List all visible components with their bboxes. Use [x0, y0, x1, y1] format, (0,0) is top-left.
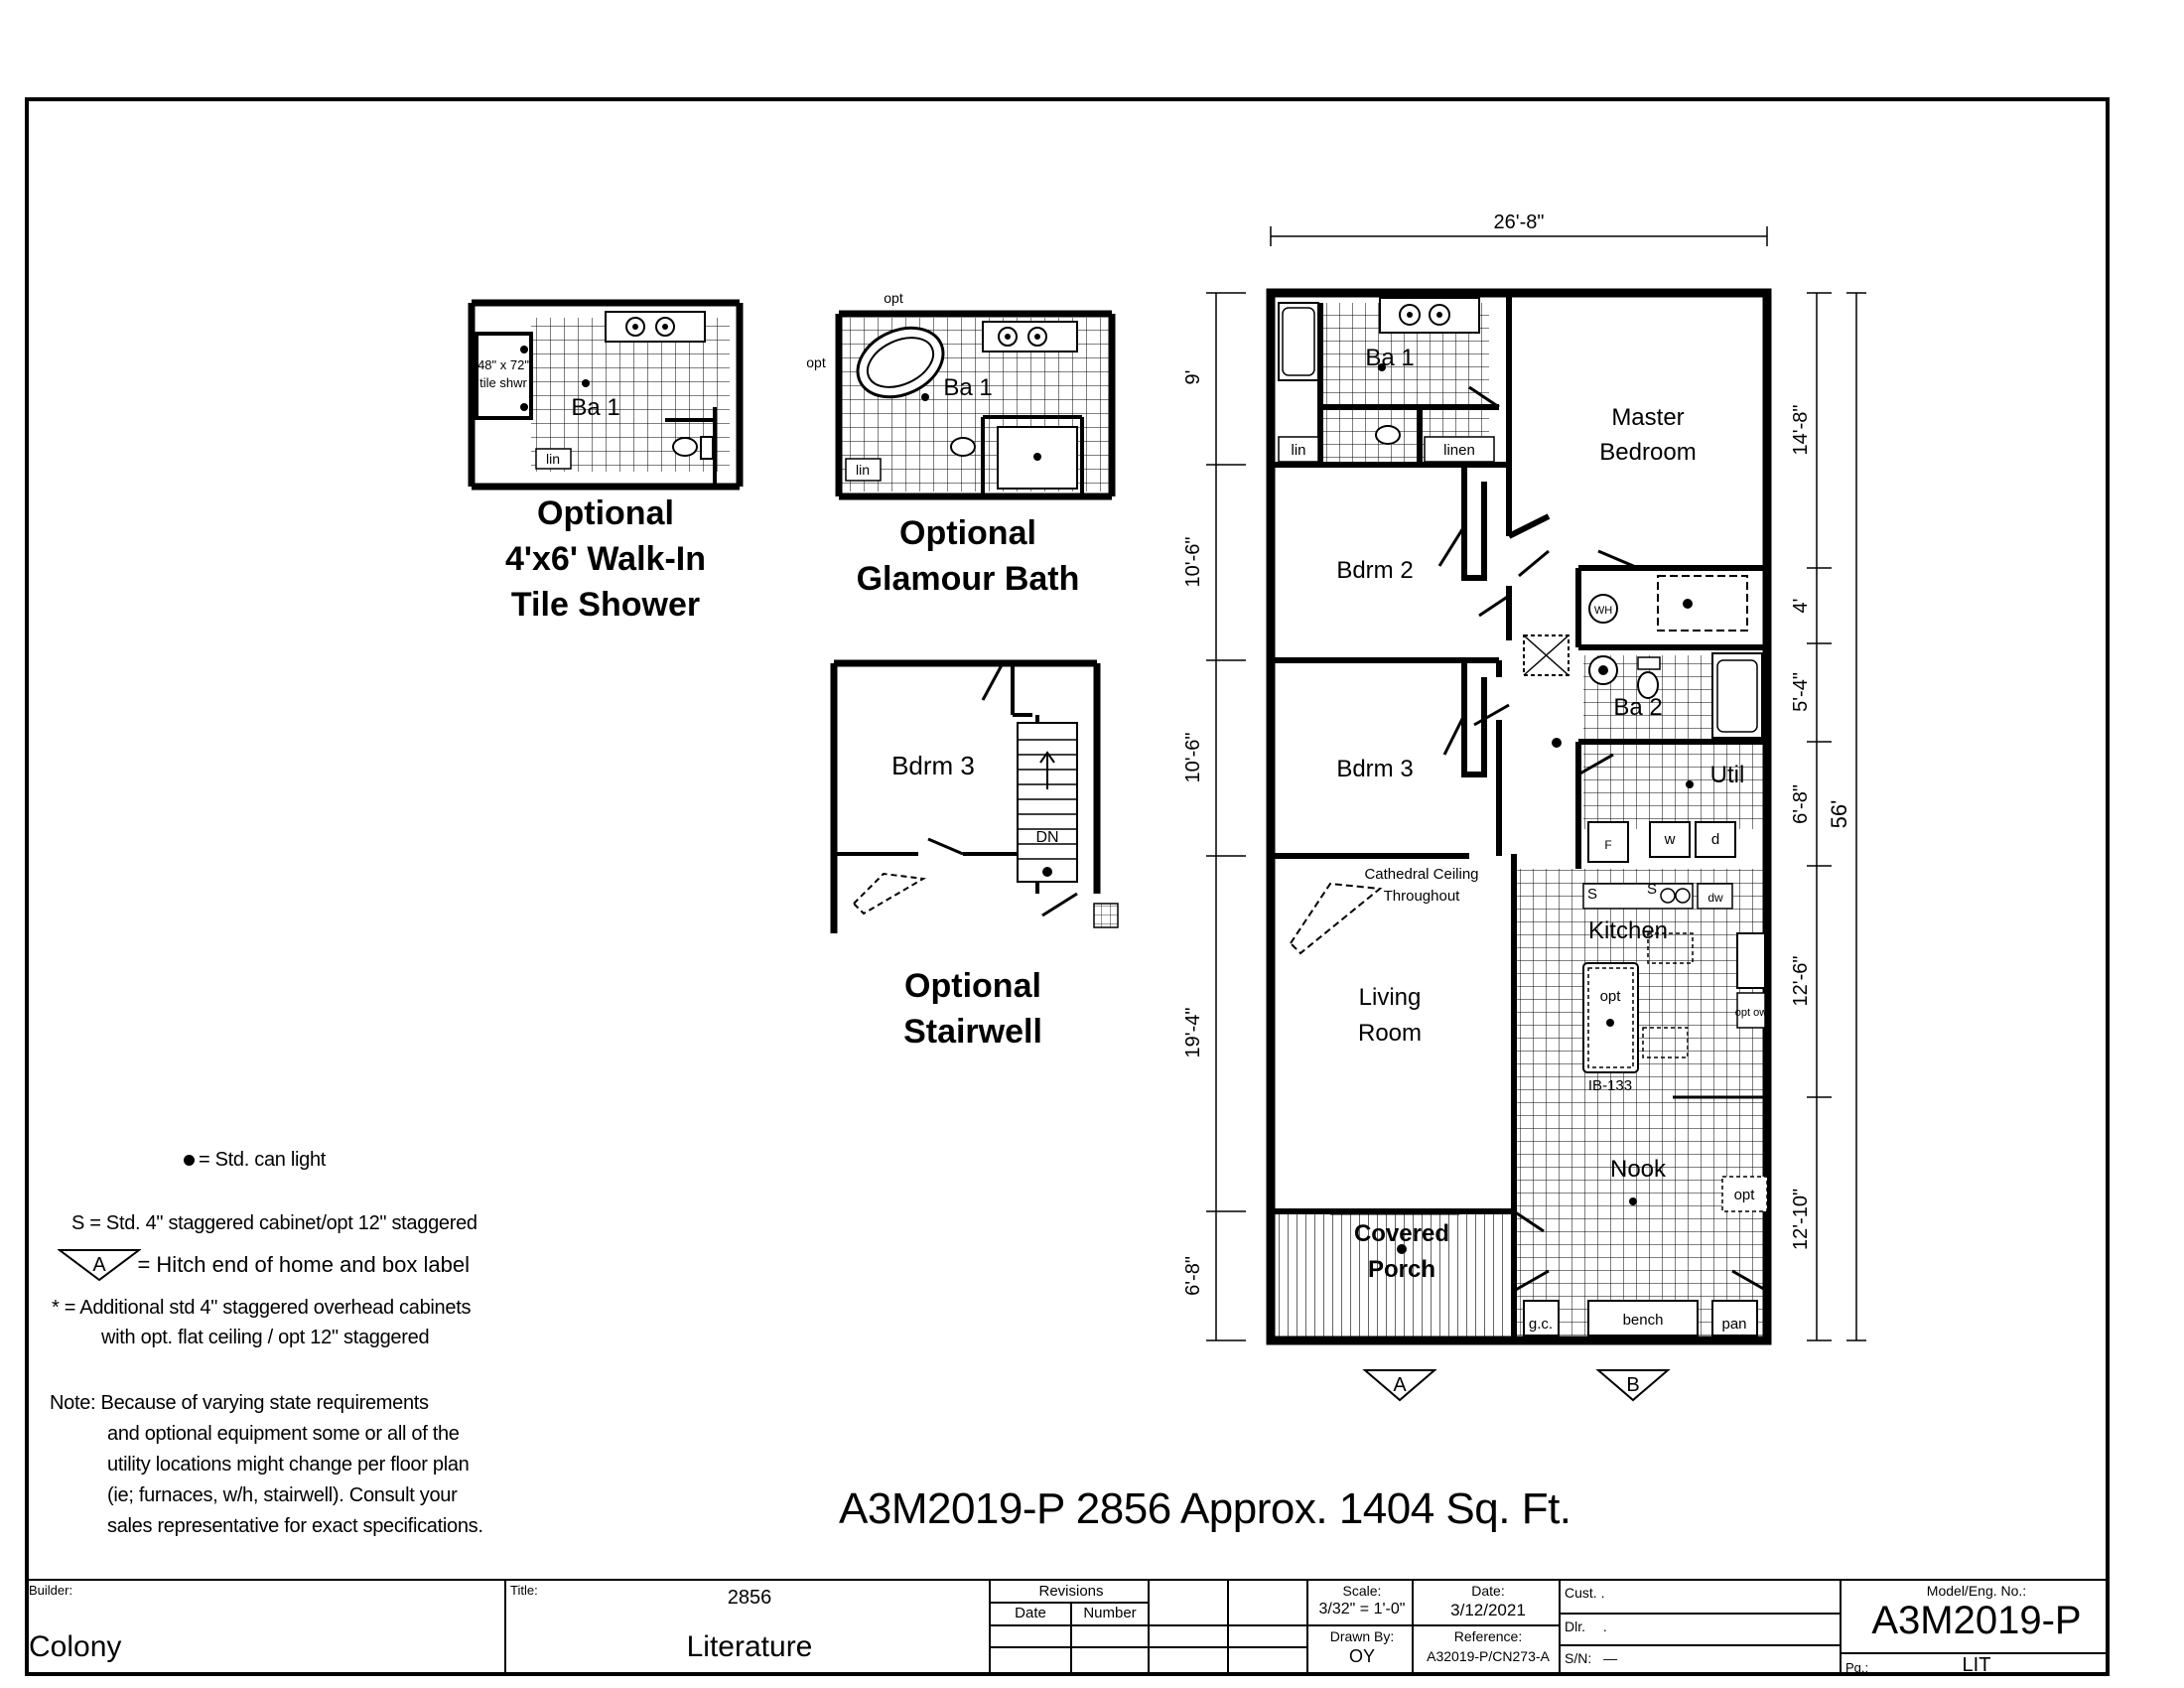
- room-linen: linen: [1443, 442, 1475, 459]
- dim-left-4: 19'-4": [1182, 1008, 1204, 1058]
- dim-total-length: 56': [1827, 800, 1851, 829]
- dim-right-6: 12'-10": [1790, 1189, 1812, 1250]
- note-line2: and optional equipment some or all of th…: [107, 1423, 460, 1445]
- room-porch-line2: Porch: [1368, 1256, 1435, 1283]
- tb-date-cell: Date: 3/12/2021 Reference: A32019-P/CN27…: [1412, 1579, 1561, 1676]
- walkin-shower-diagram: 48" x 72" tile shwr Ba 1 lin: [468, 299, 744, 491]
- room-ba1: Ba 1: [1365, 345, 1414, 371]
- appliance-washer: w: [1664, 831, 1676, 848]
- tb-drawn: OY: [1348, 1646, 1375, 1666]
- room-bdrm2: Bdrm 2: [1336, 557, 1413, 584]
- dishwasher-label: dw: [1707, 891, 1723, 905]
- cabinet-s2: S: [1647, 881, 1657, 898]
- water-heater-label: WH: [1594, 605, 1612, 617]
- tb-reference: A32019-P/CN273-A: [1427, 1648, 1550, 1664]
- glamour-linen-label: lin: [856, 462, 870, 478]
- room-living-line2: Room: [1358, 1020, 1422, 1047]
- island-opt-label: opt: [1600, 988, 1622, 1005]
- furnace-label: F: [1604, 838, 1611, 852]
- dim-left-1: 9': [1182, 370, 1204, 385]
- tb-date: 3/12/2021: [1450, 1601, 1526, 1619]
- stairwell-down-label: DN: [1035, 829, 1058, 846]
- floor-plan: 26'-8" 9' 10'-6" 10'-6" 19'-4" 6'-8" 14'…: [1182, 211, 1866, 1402]
- glamour-bath-diagram: opt opt Ba 1 lin: [806, 290, 1116, 500]
- walkin-bath-label: Ba 1: [571, 394, 619, 421]
- can-light-icon: [184, 1155, 195, 1167]
- dim-right-3: 5'-4": [1790, 672, 1812, 712]
- cabinet-s1: S: [1587, 886, 1597, 903]
- tb-dlr: .: [1602, 1618, 1607, 1634]
- glamour-bath-title: Optional Glamour Bath: [856, 514, 1080, 598]
- pan-label: pan: [1721, 1316, 1746, 1333]
- dim-right-4: 6'-8": [1790, 784, 1812, 824]
- note-line5: sales representative for exact specifica…: [107, 1515, 483, 1537]
- tb-sn: —: [1603, 1650, 1618, 1666]
- tb-title: Literature: [686, 1630, 813, 1663]
- dim-right-1: 14'-8": [1790, 405, 1812, 456]
- room-kitchen: Kitchen: [1588, 917, 1668, 944]
- tb-cust: .: [1600, 1585, 1605, 1601]
- hitch-marker-a: A: [1393, 1374, 1407, 1396]
- tb-builder-cell: Builder: Colony: [25, 1579, 506, 1676]
- plan-title: A3M2019-P 2856 Approx. 1404 Sq. Ft.: [839, 1484, 1571, 1533]
- tb-page: LIT: [1962, 1654, 1991, 1676]
- walkin-shower-size-label: 48" x 72": [478, 357, 529, 372]
- tb-model: A3M2019-P: [1871, 1599, 2082, 1642]
- legend-additional-line2: with opt. flat ceiling / opt 12" stagger…: [101, 1327, 430, 1348]
- dim-width: 26'-8": [1494, 211, 1545, 233]
- room-bdrm3: Bdrm 3: [1336, 756, 1413, 782]
- note-line1: Note: Because of varying state requireme…: [50, 1392, 429, 1414]
- dim-right-2: 4': [1790, 599, 1812, 614]
- tb-revisions-cell: Revisions Date Number: [989, 1579, 1150, 1676]
- note-line3: utility locations might change per floor…: [107, 1454, 470, 1476]
- room-master-line2: Bedroom: [1599, 439, 1696, 466]
- title-block: Builder: Colony Title: 2856 Literature R…: [25, 1579, 2110, 1676]
- dim-left-5: 6'-8": [1182, 1256, 1204, 1296]
- hitch-marker-b: B: [1626, 1374, 1639, 1396]
- tb-scale: 3/32" = 1'-0": [1318, 1601, 1406, 1618]
- tb-customer-cell: Cust. . Dlr. . S/N: —: [1559, 1579, 1842, 1676]
- cathedral-ceiling-line2: Throughout: [1384, 888, 1461, 905]
- nook-opt-label: opt: [1734, 1187, 1756, 1203]
- legend-staggered: S = Std. 4" staggered cabinet/opt 12" st…: [71, 1212, 478, 1234]
- room-living-line1: Living: [1359, 984, 1422, 1011]
- walkin-linen-label: lin: [546, 451, 560, 467]
- gc-label: g.c.: [1529, 1316, 1553, 1333]
- tb-title-number: 2856: [727, 1587, 772, 1609]
- legend-hitch: A = Hitch end of home and box label: [57, 1247, 470, 1283]
- room-porch-line1: Covered: [1354, 1220, 1449, 1247]
- cathedral-ceiling-line1: Cathedral Ceiling: [1364, 866, 1478, 883]
- drawing-sheet-border: [25, 97, 2110, 1676]
- stairwell-title: Optional Stairwell: [903, 967, 1042, 1051]
- tb-model-cell: Model/Eng. No.: A3M2019-P Pg.: LIT: [1840, 1579, 2110, 1676]
- dim-right-5: 12'-6": [1790, 956, 1812, 1007]
- svg-text:A: A: [92, 1254, 106, 1276]
- glamour-bath-label: Ba 1: [943, 374, 992, 401]
- appliance-dryer: d: [1711, 831, 1719, 848]
- room-util: Util: [1710, 762, 1745, 788]
- tb-builder: Colony: [29, 1630, 122, 1663]
- legend-additional-line1: * = Additional std 4" staggered overhead…: [52, 1297, 472, 1319]
- tb-scale-cell: Scale: 3/32" = 1'-0" Drawn By: OY: [1306, 1579, 1414, 1676]
- glamour-opt-left: opt: [806, 354, 826, 370]
- room-ba2: Ba 2: [1613, 694, 1662, 721]
- walkin-shower-type-label: tile shwr: [479, 375, 527, 390]
- dim-left-3: 10'-6": [1182, 733, 1204, 783]
- walkin-shower-title: Optional 4'x6' Walk-In Tile Shower: [505, 494, 706, 624]
- room-nook: Nook: [1610, 1156, 1667, 1183]
- note-line4: (ie; furnaces, w/h, stairwell). Consult …: [107, 1484, 458, 1506]
- stairwell-bedroom-label: Bdrm 3: [891, 751, 975, 780]
- dim-left-2: 10'-6": [1182, 537, 1204, 588]
- optional-ow-label: opt ow: [1735, 1007, 1767, 1019]
- legend-can-light: = Std. can light: [184, 1149, 326, 1172]
- room-master-line1: Master: [1611, 404, 1684, 431]
- glamour-opt-top: opt: [884, 290, 903, 306]
- stairwell-diagram: Bdrm 3 DN: [830, 659, 1119, 933]
- hitch-triangle-icon: A: [57, 1249, 142, 1282]
- tb-title-cell: Title: 2856 Literature: [504, 1579, 991, 1676]
- room-lin: lin: [1291, 442, 1305, 459]
- bench-label: bench: [1623, 1312, 1664, 1329]
- ib-133-label: IB-133: [1588, 1077, 1632, 1094]
